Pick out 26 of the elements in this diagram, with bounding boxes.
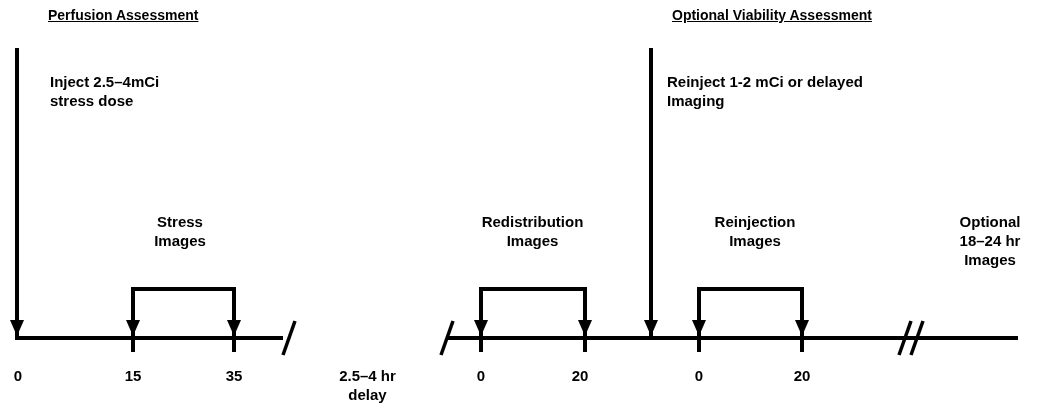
imaging-arrow xyxy=(692,289,706,336)
imaging-arrow xyxy=(795,289,809,336)
phase-label: Reinjection Images xyxy=(713,212,797,250)
tick-label: 0 xyxy=(12,366,24,385)
injection-arrow xyxy=(644,48,658,336)
tick-label: 35 xyxy=(224,366,244,385)
phase-label: Optional 18–24 hr Images xyxy=(958,212,1022,269)
imaging-arrow xyxy=(474,289,488,336)
imaging-arrow xyxy=(227,289,241,336)
tick-label: 0 xyxy=(475,366,487,385)
tick-label: 15 xyxy=(123,366,143,385)
section-heading: Optional Viability Assessment xyxy=(672,6,873,25)
tick-label: 0 xyxy=(693,366,705,385)
tick-label: 20 xyxy=(792,366,812,385)
step-label: Reinject 1-2 mCi or delayed Imaging xyxy=(667,72,864,110)
section-heading: Perfusion Assessment xyxy=(48,6,200,25)
delay-label: 2.5–4 hr delay xyxy=(338,366,397,404)
timeline-axis xyxy=(15,336,283,340)
imaging-arrow xyxy=(126,289,140,336)
timeline-axis xyxy=(447,336,1018,340)
injection-arrow xyxy=(10,48,24,336)
phase-label: Stress Images xyxy=(153,212,207,250)
phase-label: Redistribution Images xyxy=(480,212,585,250)
imaging-arrow xyxy=(578,289,592,336)
step-label: Inject 2.5–4mCi stress dose xyxy=(50,72,161,110)
tick-label: 20 xyxy=(570,366,590,385)
